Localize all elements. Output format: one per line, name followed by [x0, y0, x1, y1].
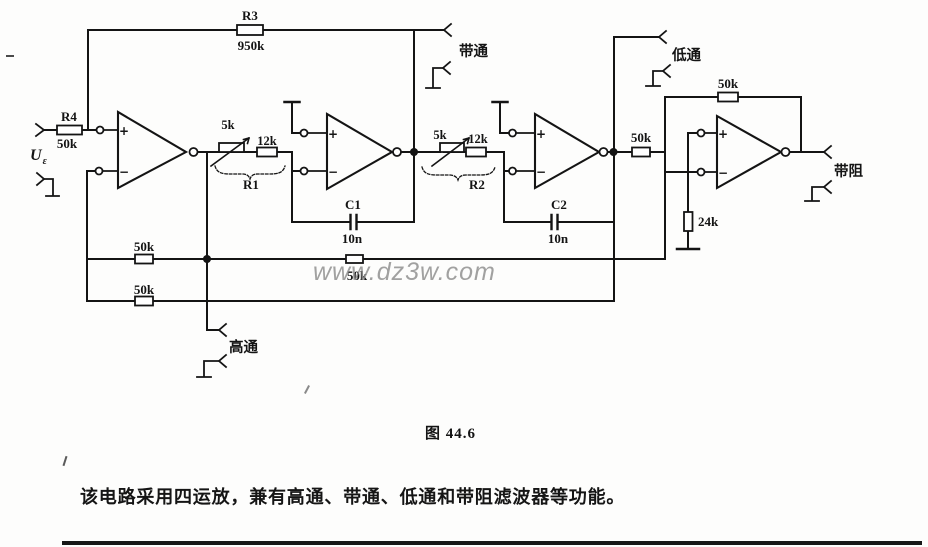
- braces: [214, 165, 496, 183]
- r1-pot-label: 5k: [221, 118, 234, 132]
- connector-hooks: [34, 22, 833, 338]
- c2-value-label: 10n: [548, 231, 569, 246]
- resistor-bodies: [56, 24, 739, 307]
- mating-terminal-symbols: [35, 60, 833, 378]
- resistor-lp-to-op4-body: [631, 146, 651, 158]
- opamp2-plus-sign: +: [328, 127, 338, 141]
- opamp2-minus-sign: −: [328, 165, 338, 179]
- fb-hp-right-value-label: 50k: [347, 268, 368, 283]
- ground-symbols: [283, 100, 701, 251]
- junction-dots: [203, 148, 618, 263]
- r1-fixed-label: 12k: [257, 134, 277, 148]
- resistor-24k-body: [683, 211, 694, 232]
- resistor-r2-fixed-body: [465, 146, 487, 158]
- terminal-symbol-bandpass: [425, 60, 452, 89]
- capacitor-c2: [550, 213, 559, 231]
- opamp3-triangle: [533, 112, 602, 190]
- terminal-symbol-lowpass: [645, 63, 672, 87]
- opamp1-triangle: [116, 110, 189, 190]
- bandpass-port-label: 带通: [459, 43, 488, 60]
- resistor-fb-lp-body: [134, 295, 154, 307]
- terminal-symbol-highpass: [196, 353, 228, 378]
- op4-bias-value-label: 24k: [698, 214, 719, 229]
- opamp2-triangle: [325, 112, 395, 191]
- bandreject-plug-icon: [822, 144, 833, 160]
- r1-name-label: R1: [243, 177, 259, 192]
- resistor-r4-body: [56, 124, 83, 136]
- fb-hp-left-value-label: 50k: [134, 239, 155, 254]
- r2-pot-label: 5k: [433, 128, 446, 142]
- lp-to-op4-value-label: 50k: [631, 130, 652, 145]
- bandreject-port-label: 带阻: [834, 163, 863, 180]
- op4-feedback-value-label: 50k: [718, 76, 739, 91]
- resistor-fb-hp-right-body: [345, 254, 364, 264]
- resistor-r3-body: [236, 24, 264, 36]
- opamp3-minus-sign: −: [536, 165, 546, 179]
- resistor-fb-hp-left-body: [134, 253, 154, 265]
- c2-name-label: C2: [551, 197, 567, 212]
- c1-value-label: 10n: [342, 231, 363, 246]
- brace-r1: [214, 165, 286, 182]
- opamp1-minus-sign: −: [119, 165, 129, 179]
- opamp4-triangle: [715, 114, 784, 190]
- highpass-plug-icon: [217, 322, 228, 338]
- circuit-diagram-svg: R3 950k R4 50k Uε 带通 低通 高通 带阻 5k 12k R1 …: [30, 8, 863, 378]
- opamp3-plus-sign: +: [536, 127, 546, 141]
- c1-name-label: C1: [345, 197, 361, 212]
- r3-value-label: 950k: [238, 38, 266, 53]
- terminal-circles: [94, 125, 791, 177]
- brace-r2: [421, 166, 496, 183]
- r4-name-label: R4: [61, 109, 77, 124]
- opamp4-plus-sign: +: [718, 127, 728, 141]
- opamp4-minus-sign: −: [718, 166, 728, 180]
- resistor-op4-feedback-body: [717, 91, 739, 103]
- wires: [43, 29, 825, 331]
- scan-edge-bar: [62, 541, 922, 545]
- r2-fixed-label: 12k: [468, 132, 488, 146]
- r4-value-label: 50k: [57, 136, 78, 151]
- resistor-r1-fixed-body: [256, 146, 278, 158]
- scan-artifact: [6, 55, 14, 57]
- capacitor-c1: [349, 213, 358, 231]
- potentiometer-r2-body: [439, 142, 465, 153]
- input-plug-icon: [34, 122, 46, 138]
- figure-description-text: 该电路采用四运放，兼有高通、带通、低通和带阻滤波器等功能。: [80, 487, 626, 507]
- input-voltage-label: Uε: [30, 147, 48, 167]
- opamp-triangles: [116, 110, 784, 191]
- terminal-symbol-input: [35, 171, 60, 197]
- bandpass-plug-icon: [442, 22, 453, 38]
- highpass-port-label: 高通: [229, 338, 258, 356]
- potentiometer-r1-body: [218, 142, 245, 153]
- r3-name-label: R3: [242, 8, 258, 23]
- figure-caption: 图 44.6: [425, 426, 477, 442]
- lowpass-plug-icon: [657, 29, 668, 45]
- potentiometer-arrows: [209, 136, 471, 168]
- lowpass-port-label: 低通: [671, 46, 701, 64]
- opamp1-plus-sign: +: [119, 124, 129, 138]
- r2-name-label: R2: [469, 177, 485, 192]
- terminal-symbol-bandreject: [804, 179, 833, 202]
- watermark-text: www.dz3w.com: [313, 258, 496, 286]
- fb-lp-value-label: 50k: [134, 282, 155, 297]
